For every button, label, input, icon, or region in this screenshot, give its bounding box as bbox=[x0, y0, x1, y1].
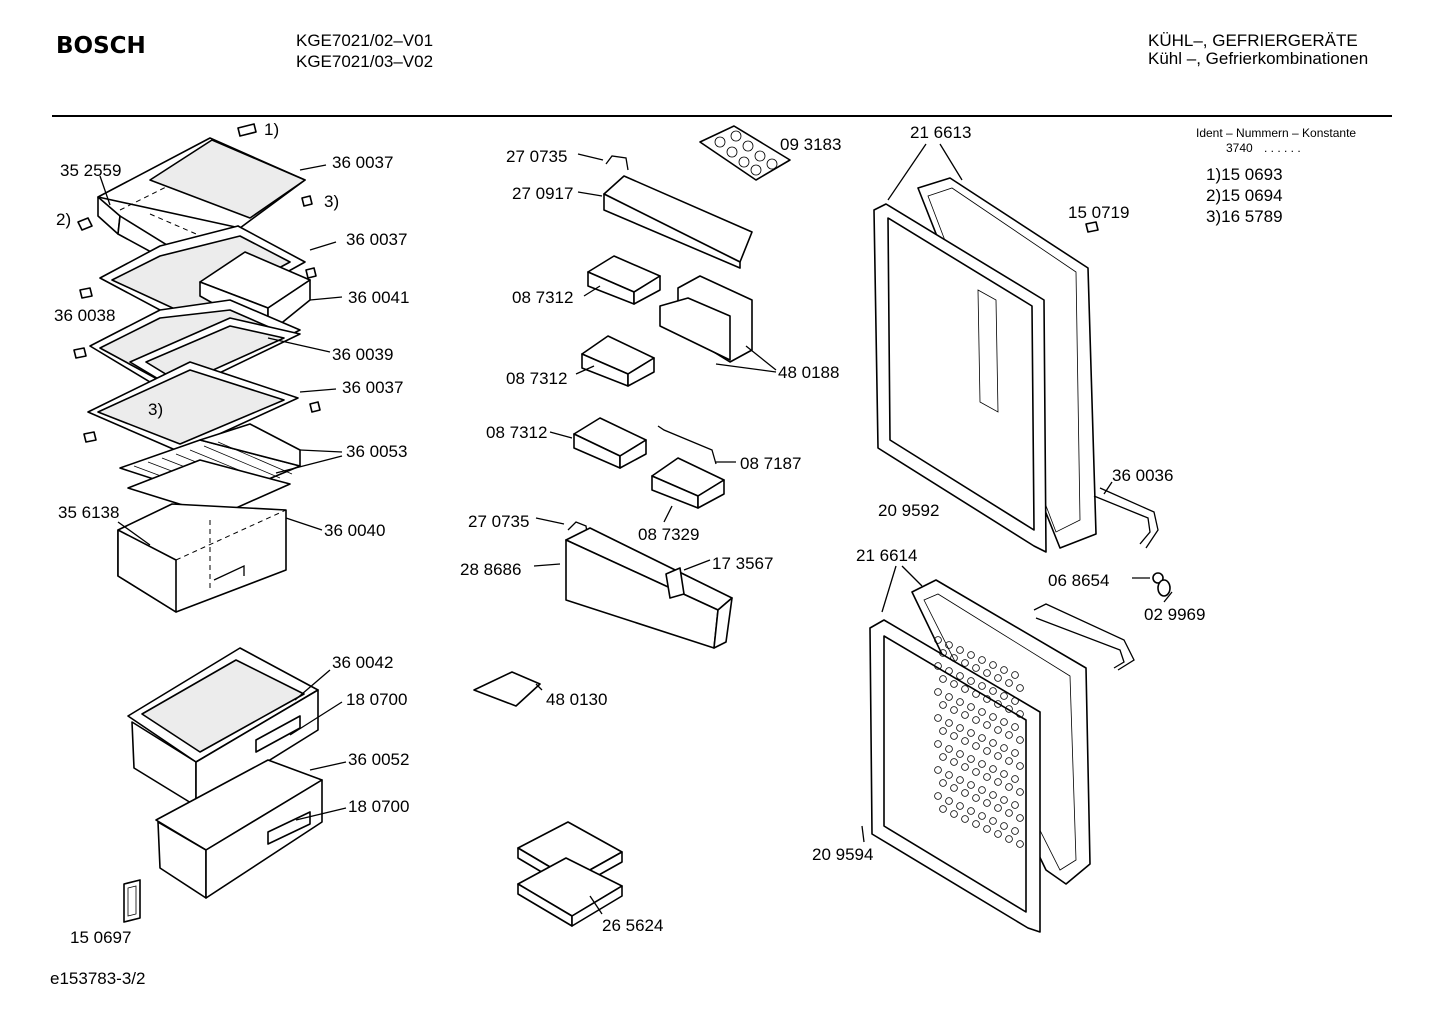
label-029969: 02 9969 bbox=[1144, 605, 1205, 624]
label-265624: 26 5624 bbox=[602, 916, 663, 935]
label-270917: 27 0917 bbox=[512, 184, 573, 203]
label-093183: 09 3183 bbox=[780, 135, 841, 154]
clip-part-3a bbox=[301, 195, 313, 207]
label-360037-c: 36 0037 bbox=[342, 378, 403, 397]
label-2: 2) bbox=[56, 210, 71, 229]
label-3-a: 3) bbox=[324, 192, 339, 211]
part-150697-clip bbox=[123, 879, 141, 923]
legend-item-1: 1)15 0693 bbox=[1206, 165, 1283, 184]
model-number-2: KGE7021/03–V02 bbox=[296, 52, 433, 71]
label-360052: 36 0052 bbox=[348, 750, 409, 769]
label-360037-b: 36 0037 bbox=[346, 230, 407, 249]
part-209592-fridge-gasket bbox=[873, 203, 1047, 553]
part-029969-cap bbox=[1157, 579, 1171, 597]
label-087187: 08 7187 bbox=[740, 454, 801, 473]
label-087312-a: 08 7312 bbox=[512, 288, 573, 307]
legend-code: 3740 bbox=[1226, 141, 1253, 155]
label-360042: 36 0042 bbox=[332, 653, 393, 672]
clip-part-2d bbox=[83, 431, 97, 443]
clip-part-3c bbox=[309, 401, 321, 413]
clip-part-2 bbox=[77, 217, 93, 231]
label-288686: 28 8686 bbox=[460, 560, 521, 579]
part-360037-glass-shelf-c bbox=[87, 361, 299, 453]
clip-part-2c bbox=[73, 347, 87, 359]
label-270735-a: 27 0735 bbox=[506, 147, 567, 166]
label-087329: 08 7329 bbox=[638, 525, 699, 544]
part-150719-cap bbox=[1085, 221, 1099, 233]
label-180700-a: 18 0700 bbox=[346, 690, 407, 709]
leader-lines bbox=[99, 143, 1173, 915]
label-087312-c: 08 7312 bbox=[486, 423, 547, 442]
part-087329-box bbox=[651, 457, 725, 509]
legend-title: Ident – Nummern – Konstante bbox=[1196, 126, 1356, 140]
freezer-handle bbox=[1033, 603, 1135, 671]
label-480130: 48 0130 bbox=[546, 690, 607, 709]
label-173567: 17 3567 bbox=[712, 554, 773, 573]
part-360052-vegetable-drawer bbox=[155, 759, 323, 899]
part-265624-cold-packs bbox=[517, 821, 623, 927]
part-180700-handle-b bbox=[267, 811, 311, 845]
label-087312-b: 08 7312 bbox=[506, 369, 567, 388]
part-068654-screw bbox=[1132, 572, 1164, 584]
legend-item-3: 3)16 5789 bbox=[1206, 207, 1283, 226]
part-093183-egg-tray bbox=[699, 125, 791, 181]
label-150719: 15 0719 bbox=[1068, 203, 1129, 222]
part-087312-box-b bbox=[581, 335, 655, 387]
clip-part-2b bbox=[79, 287, 93, 299]
label-1: 1) bbox=[264, 120, 279, 139]
clip-part-1 bbox=[237, 123, 257, 137]
part-356138-freezer-drawer bbox=[117, 503, 287, 613]
label-209594: 20 9594 bbox=[812, 845, 873, 864]
clip-part-3b bbox=[305, 267, 317, 279]
label-270735-b: 27 0735 bbox=[468, 512, 529, 531]
legend-item-2: 2)15 0694 bbox=[1206, 186, 1283, 205]
part-270735-bar-a bbox=[605, 155, 629, 171]
part-labels: 1) 35 2559 36 0037 3) 2) 36 0037 36 0041… bbox=[54, 120, 1205, 947]
label-360039: 36 0039 bbox=[332, 345, 393, 364]
part-087312-box-a bbox=[587, 255, 661, 305]
label-068654: 06 8654 bbox=[1048, 571, 1109, 590]
label-360036: 36 0036 bbox=[1112, 466, 1173, 485]
brand-logo: BOSCH bbox=[56, 33, 146, 59]
part-360053-grid-covers bbox=[119, 423, 301, 517]
label-360041: 36 0041 bbox=[348, 288, 409, 307]
model-number-1: KGE7021/02–V01 bbox=[296, 31, 433, 50]
label-216613: 21 6613 bbox=[910, 123, 971, 142]
label-180700-b: 18 0700 bbox=[348, 797, 409, 816]
part-480130-film bbox=[473, 671, 541, 707]
part-270917-door-shelf bbox=[603, 175, 753, 269]
part-480188-tray bbox=[659, 275, 753, 363]
part-360037-glass-shelf-a bbox=[149, 139, 306, 219]
label-150697: 15 0697 bbox=[70, 928, 131, 947]
label-352559: 35 2559 bbox=[60, 161, 121, 180]
label-216614: 21 6614 bbox=[856, 546, 917, 565]
label-360053: 36 0053 bbox=[346, 442, 407, 461]
label-209592: 20 9592 bbox=[878, 501, 939, 520]
label-356138: 35 6138 bbox=[58, 503, 119, 522]
legend-dots: . . . . . . bbox=[1264, 141, 1301, 155]
part-209594-freezer-gasket bbox=[869, 619, 1041, 933]
document-id: e153783-3/2 bbox=[50, 969, 145, 988]
category-title: KÜHL–, GEFRIERGERÄTE bbox=[1148, 31, 1358, 50]
label-480188: 48 0188 bbox=[778, 363, 839, 382]
label-3-b: 3) bbox=[148, 400, 163, 419]
part-173567-clip bbox=[665, 567, 685, 599]
category-subtitle: Kühl –, Gefrierkombinationen bbox=[1148, 49, 1368, 68]
part-087312-box-c bbox=[573, 417, 647, 469]
label-360040: 36 0040 bbox=[324, 521, 385, 540]
label-360037-a: 36 0037 bbox=[332, 153, 393, 172]
part-288686-door-bin bbox=[565, 527, 733, 649]
part-087187-wire bbox=[657, 425, 717, 465]
part-360036-handle bbox=[1093, 487, 1159, 549]
label-360038: 36 0038 bbox=[54, 306, 115, 325]
